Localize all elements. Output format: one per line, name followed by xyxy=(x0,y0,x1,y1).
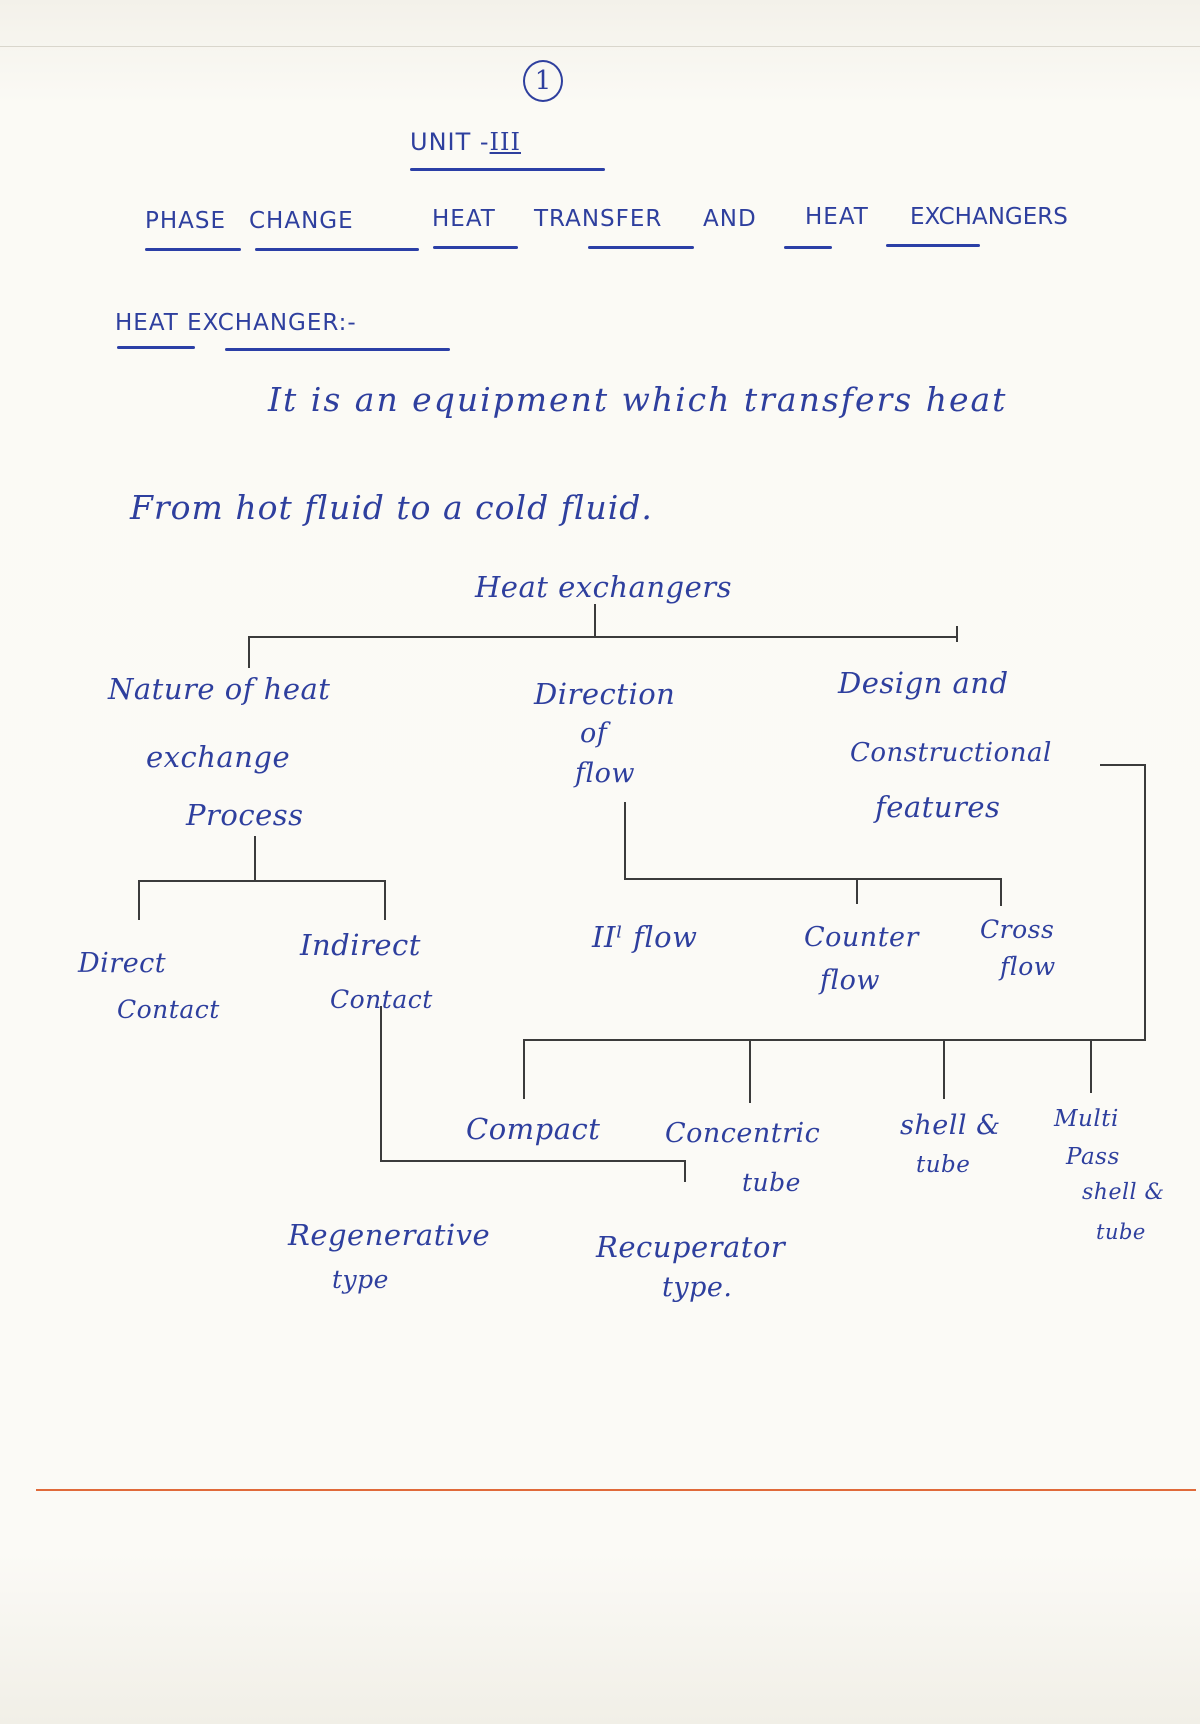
concentric-line-2: tube xyxy=(742,1168,801,1197)
definition-line-1: It is an equipment which transfers heat xyxy=(268,380,1008,419)
definition-line-2: From hot fluid to a cold fluid. xyxy=(130,488,653,527)
recuperator-line-2: type. xyxy=(662,1272,733,1303)
level1-drop-left xyxy=(248,636,250,668)
page-number: 1 xyxy=(523,60,563,102)
title-underline-6 xyxy=(886,244,980,247)
nature-stem xyxy=(254,836,256,882)
title-word-heat-2: HEAT xyxy=(805,204,869,230)
direction-line-3: flow xyxy=(575,758,635,789)
unit-text: UNIT - xyxy=(410,128,490,156)
counter-drop xyxy=(856,878,858,904)
title-word-transfer: TRANSFER xyxy=(534,206,663,232)
regenerative-line-2: type xyxy=(332,1265,389,1294)
title-word-phase: PHASE xyxy=(145,208,227,234)
multi-pass-drop xyxy=(1090,1041,1092,1093)
indirect-drop xyxy=(384,880,386,920)
nature-line-1: Nature of heat xyxy=(108,672,331,706)
counter-line-1: Counter xyxy=(804,922,919,953)
design-line-2: Constructional xyxy=(850,738,1052,768)
unit-numeral: III xyxy=(489,128,521,156)
design-bar xyxy=(523,1039,1146,1041)
title-underline-1 xyxy=(145,248,241,251)
title-word-exchangers: EXCHANGERS xyxy=(910,204,1068,230)
direct-line-2: Contact xyxy=(117,995,220,1024)
direction-line-2: of xyxy=(580,718,608,749)
multi-pass-line-1: Multi xyxy=(1054,1106,1119,1132)
unit-underline xyxy=(410,168,605,171)
heading-underline-1 xyxy=(117,346,195,349)
design-line-1: Design and xyxy=(838,666,1009,700)
indirect-line-2: Contact xyxy=(330,985,433,1014)
regenerative-line-1: Regenerative xyxy=(288,1218,491,1252)
indirect-stem xyxy=(380,1006,382,1162)
cross-line-1: Cross xyxy=(980,915,1055,944)
title-underline-5 xyxy=(784,246,832,249)
title-underline-2 xyxy=(255,248,419,251)
indirect-bar xyxy=(380,1160,686,1162)
multi-pass-line-3: shell & xyxy=(1082,1180,1165,1205)
compact-label: Compact xyxy=(466,1112,601,1146)
shell-tube-line-1: shell & xyxy=(900,1110,1001,1141)
heading-underline-2 xyxy=(225,348,450,351)
root-stem xyxy=(594,604,596,638)
title-word-heat: HEAT xyxy=(432,206,496,232)
shell-tube-drop xyxy=(943,1039,945,1099)
page-top-edge xyxy=(0,46,1200,47)
nature-line-2: exchange xyxy=(146,740,291,774)
concentric-line-1: Concentric xyxy=(665,1118,821,1149)
cross-drop xyxy=(1000,878,1002,906)
title-underline-4 xyxy=(588,246,694,249)
cross-line-2: flow xyxy=(1000,952,1056,981)
direction-stem xyxy=(624,802,626,880)
direction-bar xyxy=(624,878,1002,880)
multi-pass-line-4: tube xyxy=(1096,1220,1146,1244)
bottom-margin-rule xyxy=(36,1489,1196,1491)
nature-line-3: Process xyxy=(186,798,304,832)
indirect-line-1: Indirect xyxy=(300,928,421,962)
title-word-change: CHANGE xyxy=(249,208,354,234)
recuperator-drop xyxy=(684,1160,686,1182)
title-word-and: AND xyxy=(703,206,757,232)
counter-line-2: flow xyxy=(820,965,880,996)
recuperator-line-1: Recuperator xyxy=(596,1230,786,1264)
level1-drop-right xyxy=(956,626,958,642)
design-link xyxy=(1100,764,1146,766)
multi-pass-line-2: Pass xyxy=(1066,1144,1120,1170)
nature-bar xyxy=(138,880,386,882)
section-heading: HEAT EXCHANGER:- xyxy=(115,310,357,336)
parallel-flow: IIˡ flow xyxy=(592,920,698,954)
design-stem xyxy=(1144,764,1146,1041)
compact-drop xyxy=(523,1039,525,1099)
shell-tube-line-2: tube xyxy=(916,1152,971,1178)
tree-root: Heat exchangers xyxy=(475,570,732,604)
direction-line-1: Direction xyxy=(534,677,676,711)
unit-label: UNIT -III xyxy=(410,128,521,156)
direct-drop xyxy=(138,880,140,920)
title-underline-3 xyxy=(433,246,518,249)
design-line-3: features xyxy=(875,790,1001,824)
direct-line-1: Direct xyxy=(78,948,167,979)
concentric-drop xyxy=(749,1039,751,1103)
level1-bar xyxy=(248,636,958,638)
